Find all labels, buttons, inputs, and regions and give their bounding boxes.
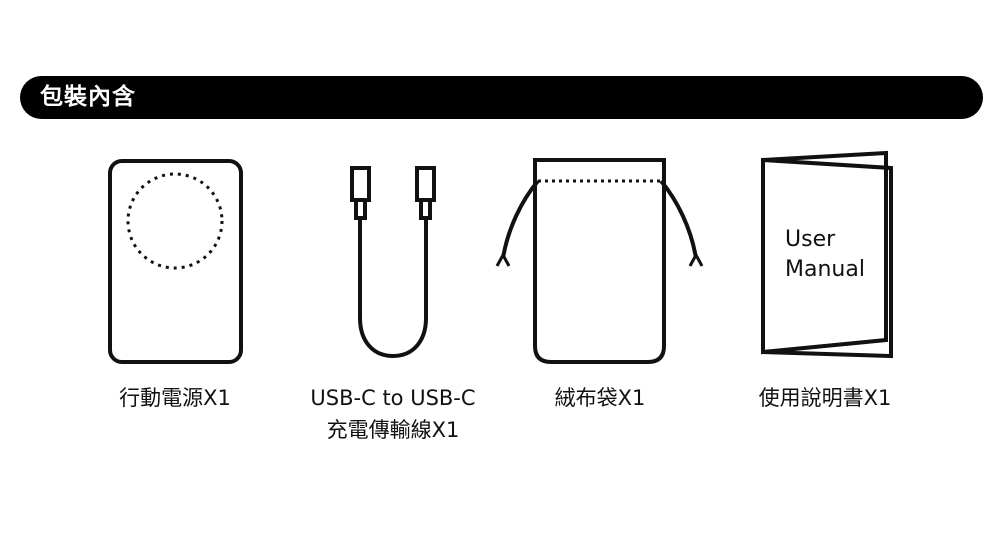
- manual-cover-line2: Manual: [785, 257, 865, 282]
- usb-c-cable-icon: [350, 166, 436, 359]
- section-title: 包裝內含: [40, 84, 136, 110]
- manual-caption: 使用說明書X1: [758, 386, 892, 410]
- usb-cable-caption-line1: USB-C to USB-C: [310, 386, 476, 410]
- power-bank-caption: 行動電源X1: [119, 386, 231, 410]
- manual-cover-line1: User: [785, 227, 836, 252]
- bag-caption: 絨布袋X1: [554, 386, 646, 410]
- usb-cable-caption: USB-C to USB-C 充電傳輸線X1: [283, 382, 503, 446]
- drawstring-bag-icon: [495, 158, 704, 364]
- user-manual-icon: User Manual: [761, 150, 893, 359]
- power-bank-icon: [108, 159, 243, 364]
- section-header-bar: 包裝內含: [20, 76, 983, 119]
- usb-cable-caption-line2: 充電傳輸線X1: [326, 418, 460, 442]
